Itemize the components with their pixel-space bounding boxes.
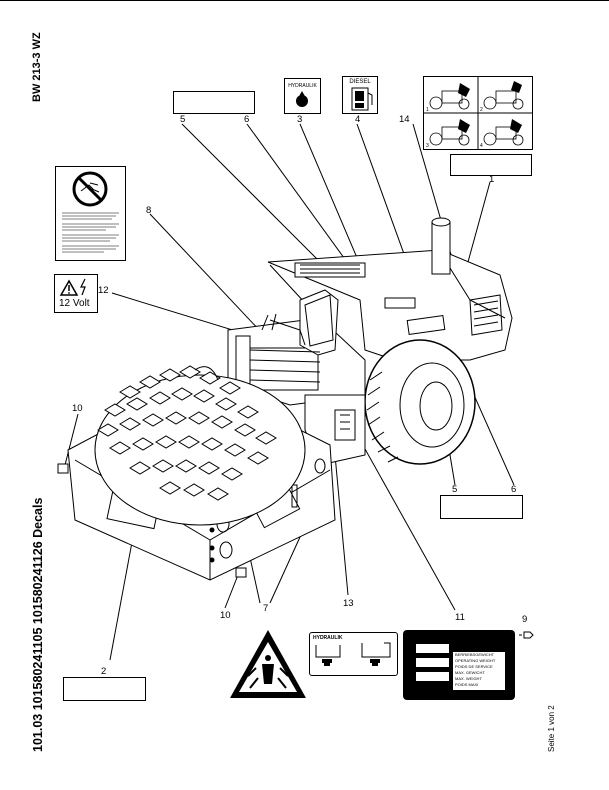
plate-line: BERRIEBSGEWICHT (455, 652, 495, 657)
decal-label-5-6 (173, 91, 255, 114)
decal-no-high-pressure-cleaning (55, 166, 126, 261)
svg-text:1: 1 (426, 107, 429, 113)
decal-type-plate: BERRIEBSGEWICHT OPERATING WEIGHT POIDS D… (403, 630, 515, 700)
decal-operating-instructions: 1 2 3 4 (423, 76, 533, 150)
decal-12-volt-text: 12 Volt (59, 298, 90, 309)
callout-13: 13 (343, 598, 354, 609)
callout-6-top: 6 (244, 114, 250, 125)
no-spray-icon (62, 171, 119, 253)
plate-line: OPERATING WEIGHT (455, 658, 496, 663)
electrical-warning-icon (59, 278, 86, 296)
instruction-pictograms: 1 2 3 4 (424, 77, 532, 149)
callout-5-top: 5 (180, 114, 186, 125)
plate-line: MAX. WEIGHT (455, 676, 482, 681)
callout-4: 4 (355, 114, 361, 125)
svg-text:2: 2 (480, 107, 483, 113)
plate-line: POIDS DE SERVICE (455, 664, 493, 669)
callout-9: 9 (522, 614, 528, 625)
callout-5-bottom: 5 (452, 484, 458, 495)
callout-12: 12 (98, 285, 109, 296)
plate-field-1 (416, 644, 449, 653)
oil-drop-icon (296, 91, 308, 107)
decal-label-5-6-lower (440, 495, 523, 519)
callout-2: 2 (101, 666, 107, 677)
callout-3: 3 (297, 114, 303, 125)
callout-8: 8 (146, 205, 152, 216)
decal-hydraulik-level: HYDRAULIK (309, 632, 398, 676)
svg-text:3: 3 (426, 143, 429, 149)
oil-level-icon (315, 642, 391, 666)
callout-14: 14 (399, 114, 410, 125)
plate-field-2 (416, 658, 449, 667)
decal-label-1 (450, 154, 532, 176)
plate-weights: BERRIEBSGEWICHT OPERATING WEIGHT POIDS D… (453, 652, 505, 690)
callout-1: 1 (489, 174, 495, 185)
decal-diesel: DIESEL (342, 76, 378, 114)
callout-6-bottom: 6 (511, 484, 517, 495)
plate-field-3 (416, 672, 449, 681)
plate-line: POIDS MAXI (455, 682, 479, 687)
decal-hydraulik-text: HYDRAULIK (288, 83, 317, 89)
fuel-pump-icon (351, 87, 373, 111)
callout-7: 7 (263, 603, 269, 614)
callout-10-top: 10 (72, 403, 83, 414)
decal-12-volt: 12 Volt (54, 274, 98, 313)
svg-text:4: 4 (480, 143, 483, 149)
decal-label-2 (63, 677, 146, 701)
callout-11: 11 (455, 612, 465, 623)
callout-10-bottom: 10 (220, 610, 231, 621)
decal-hydraulik: HYDRAULIK (284, 78, 321, 114)
plate-line: MAX. GEWICHT (455, 670, 485, 675)
decal-diesel-text: DIESEL (349, 79, 371, 85)
decal-hydraulik-level-text: HYDRAULIK (313, 635, 343, 641)
top-rule (0, 0, 609, 1)
